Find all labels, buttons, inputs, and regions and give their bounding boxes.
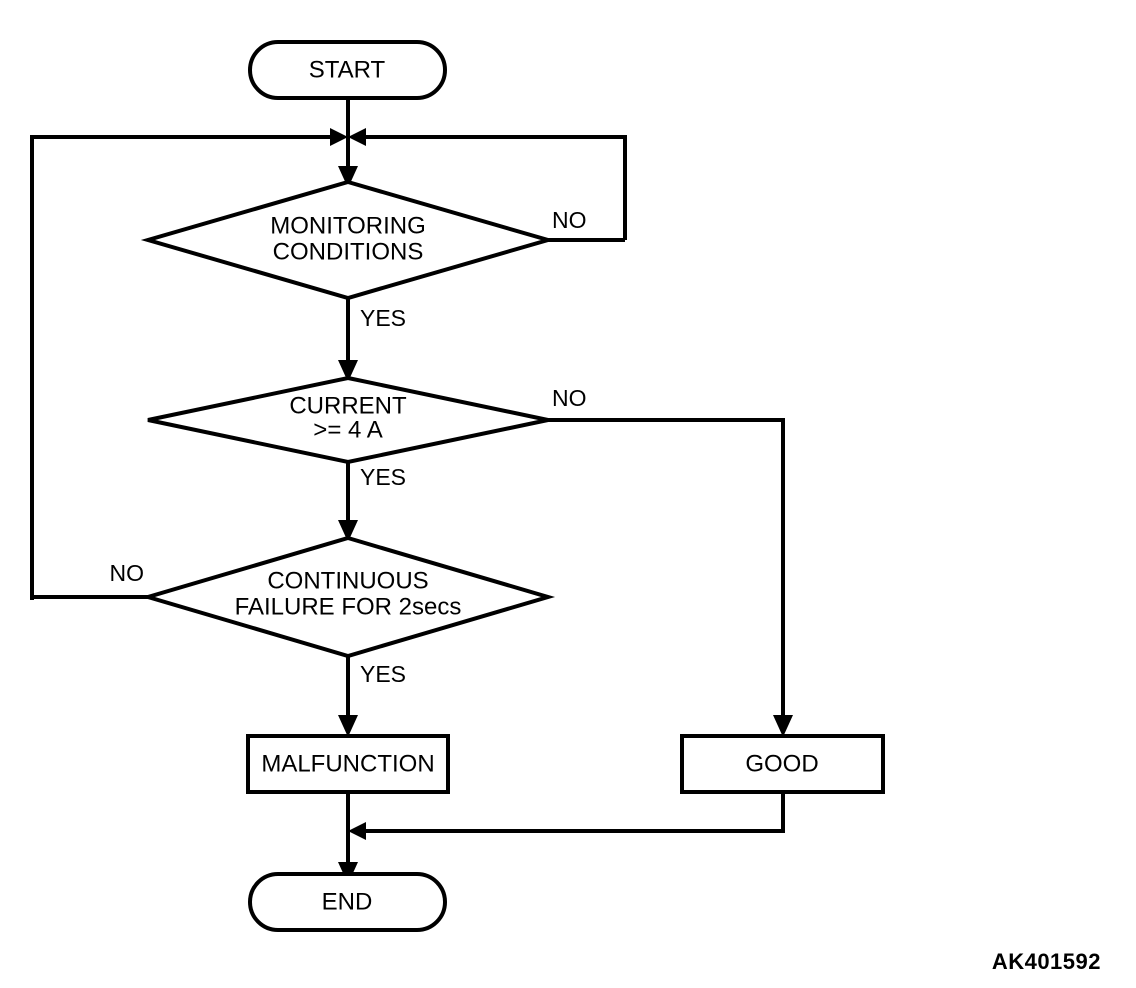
- branch-label-current-yes: YES: [360, 464, 406, 490]
- arrow-into-malfunction: [338, 715, 358, 737]
- node-continuous-failure: CONTINUOUS FAILURE FOR 2secs: [140, 535, 556, 659]
- branch-label-continuous-no: NO: [110, 560, 145, 586]
- connector-monitoring-no-loop: [362, 135, 627, 240]
- monitoring-label-line1: MONITORING: [270, 212, 426, 239]
- branch-label-current-no: NO: [552, 385, 587, 411]
- good-box-shape: [680, 734, 885, 794]
- start-label: START: [309, 56, 386, 83]
- branch-label-continuous-yes: YES: [360, 661, 406, 687]
- end-terminator-shape: [248, 872, 447, 932]
- end-label: END: [322, 888, 373, 915]
- arrow-continuous-no-into-merge: [330, 128, 348, 146]
- continuous-label-line2: FAILURE FOR 2secs: [235, 593, 462, 620]
- monitoring-label-line2: CONDITIONS: [273, 238, 424, 265]
- node-monitoring-conditions: MONITORING CONDITIONS: [140, 179, 556, 301]
- arrow-into-monitoring: [338, 166, 358, 188]
- node-malfunction: MALFUNCTION: [246, 734, 450, 794]
- malfunction-label: MALFUNCTION: [261, 750, 434, 777]
- arrow-good-into-end-line: [348, 822, 366, 840]
- good-label: GOOD: [745, 750, 818, 777]
- arrow-into-current: [338, 360, 358, 382]
- node-end: END: [248, 872, 447, 932]
- node-start: START: [248, 40, 447, 100]
- connector-current-no-to-good: [548, 418, 785, 726]
- current-label-line2: >= 4 A: [313, 416, 382, 443]
- arrow-monitoring-no-into-merge: [348, 128, 366, 146]
- figure-code-label: AK401592: [992, 949, 1101, 974]
- node-good: GOOD: [680, 734, 885, 794]
- connector-good-to-end-junction: [362, 792, 785, 833]
- node-current: CURRENT >= 4 A: [147, 375, 549, 465]
- continuous-label-line1: CONTINUOUS: [267, 567, 428, 594]
- branch-label-monitoring-no: NO: [552, 207, 587, 233]
- connector-continuous-no-loop: [30, 135, 334, 600]
- malfunction-box-shape: [246, 734, 450, 794]
- arrow-into-good: [773, 715, 793, 737]
- branch-label-monitoring-yes: YES: [360, 305, 406, 331]
- current-label-line1: CURRENT: [289, 392, 407, 419]
- arrow-into-continuous: [338, 520, 358, 542]
